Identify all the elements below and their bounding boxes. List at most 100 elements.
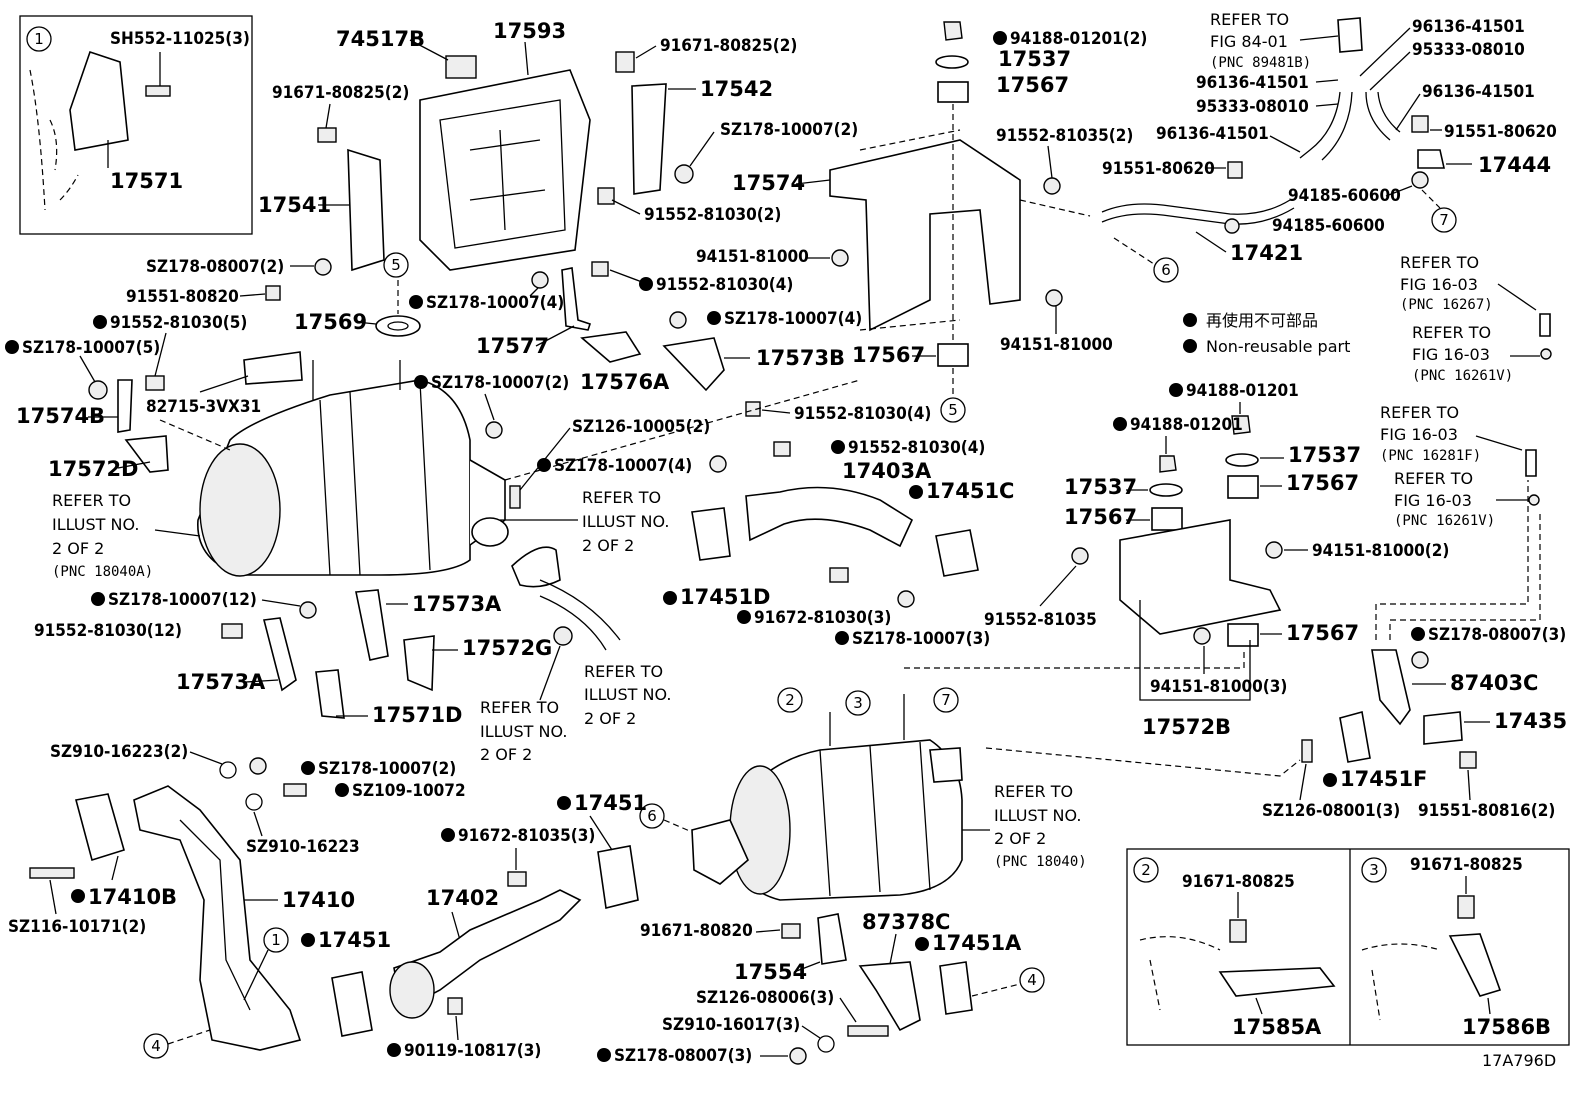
refer-illust-e-2: ILLUST NO. <box>994 806 1081 825</box>
label-17572g: 17572G <box>462 636 552 660</box>
bolt-icon <box>597 187 615 205</box>
nut-icon <box>485 421 503 439</box>
refer-fig16b-2: FIG 16-03 <box>1412 345 1490 364</box>
nut-icon <box>88 380 108 400</box>
part-17410-seam <box>179 819 251 1011</box>
leader <box>839 997 857 1023</box>
dpf-flange <box>929 747 963 783</box>
part-17571d-shape <box>315 669 345 719</box>
leader <box>761 409 791 414</box>
non-reusable-icon <box>993 31 1007 45</box>
label-17571d: 17571D <box>372 703 463 727</box>
leader <box>611 199 641 215</box>
label-17542: 17542 <box>700 77 773 101</box>
nut-icon <box>314 258 332 276</box>
label-sz178-10007-2-a: SZ178-10007(2) <box>720 120 858 140</box>
label-17574b: 17574B <box>16 404 105 428</box>
leader <box>535 325 575 347</box>
label-17451-b: 17451 <box>574 791 647 815</box>
part-17574b-shape <box>117 379 133 433</box>
label-94188-01201-2: 94188-01201(2) <box>1010 29 1147 49</box>
label-91552-81030-12: 91552-81030(12) <box>34 621 182 641</box>
label-17537-a: 17537 <box>1288 443 1361 467</box>
part-17537-top-shape <box>935 55 969 69</box>
callout-3-inset <box>1361 857 1387 883</box>
leader <box>1385 185 1413 197</box>
non-reusable-icon <box>1113 417 1127 431</box>
callout-3 <box>845 690 871 716</box>
bracket-leader <box>1139 600 1251 701</box>
refer-fig84-3: (PNC 89481B) <box>1210 55 1311 71</box>
leader-dashed <box>1113 237 1155 265</box>
part-17593-ribs <box>469 129 546 231</box>
refer-fig16d-1: REFER TO <box>1394 469 1473 488</box>
part-17573b-shape <box>662 337 725 392</box>
part-17444-shape <box>1417 149 1445 169</box>
callout-4-right <box>1019 967 1045 993</box>
callout-5-mid <box>940 397 966 423</box>
non-reusable-icon <box>301 761 315 775</box>
bolt-icon <box>1227 161 1243 179</box>
part-17576a-shape <box>580 331 642 363</box>
part-87378c-shape <box>858 961 921 1032</box>
leader <box>1299 35 1339 41</box>
refer-illust-e-3: 2 OF 2 <box>994 829 1046 848</box>
connector-dashed <box>1019 199 1091 217</box>
refer-fig16c-1: REFER TO <box>1380 403 1459 422</box>
nut-icon <box>299 601 317 619</box>
bolt-icon <box>447 997 463 1015</box>
mount-dashed-frame <box>859 129 961 331</box>
refer-illust-d-1: REFER TO <box>480 698 559 717</box>
label-sz116-10171: SZ116-10171(2) <box>8 917 146 937</box>
label-96136-41501-a: 96136-41501 <box>1412 17 1525 37</box>
label-74517b: 74517B <box>336 27 425 51</box>
bolt-icon <box>1457 895 1475 919</box>
part-17572d-shape <box>124 435 169 473</box>
leader <box>409 39 449 61</box>
label-94188-01201-b: 94188-01201 <box>1130 415 1243 435</box>
nut-icon <box>531 271 549 289</box>
non-reusable-icon <box>557 796 571 810</box>
part-17537-b-shape <box>1149 483 1183 497</box>
nut-icon <box>1224 218 1240 234</box>
callout-4-left-text: 4 <box>151 1037 161 1055</box>
refer-illust-a-1: REFER TO <box>52 491 131 510</box>
part-17567-c-shape <box>1227 623 1259 647</box>
non-reusable-icon <box>915 937 929 951</box>
leader <box>689 131 715 167</box>
label-17569: 17569 <box>294 310 367 334</box>
bolt-icon <box>745 401 761 417</box>
non-reusable-icon <box>93 315 107 329</box>
inset-1: 1 SH552-11025(3) 17571 <box>19 15 253 235</box>
bolt-icon <box>145 375 165 391</box>
heat-shield-17593: 74517B 17593 <box>336 19 591 271</box>
refer-fig16a-2: FIG 16-03 <box>1400 275 1478 294</box>
hose-stub <box>1539 313 1551 337</box>
part-82715-shape <box>243 351 303 385</box>
leader <box>1467 769 1471 801</box>
label-17567-mid: 17567 <box>852 343 925 367</box>
leader <box>635 45 657 59</box>
leader <box>795 179 831 185</box>
refer-fig16c-3: (PNC 16281F) <box>1380 448 1481 464</box>
refer-fig16b-1: REFER TO <box>1412 323 1491 342</box>
non-reusable-icon <box>1323 773 1337 787</box>
nut-icon <box>709 455 727 473</box>
label-17567-c: 17567 <box>1286 621 1359 645</box>
bracket-17577-group: SZ178-10007(4) 91552-81030(4) 17577 1757… <box>409 261 931 424</box>
leader <box>253 811 263 837</box>
legend-reusable: 再使用不可部品 <box>1206 311 1318 330</box>
non-reusable-icon <box>5 340 19 354</box>
part-17435-shape <box>1423 711 1463 745</box>
refer-fig84-2: FIG 84-01 <box>1210 32 1288 51</box>
label-sz910-16017: SZ910-16017(3) <box>662 1015 800 1035</box>
stud-icon <box>847 1025 889 1037</box>
label-17451-a: 17451 <box>318 928 391 952</box>
part-17574-shape <box>829 139 1021 332</box>
callout-2-text: 2 <box>785 691 795 709</box>
hose-a-edge <box>1321 91 1353 161</box>
label-17554: 17554 <box>734 960 807 984</box>
refer-illust-e-4: (PNC 18040) <box>994 854 1087 870</box>
hose-a <box>1299 91 1341 159</box>
